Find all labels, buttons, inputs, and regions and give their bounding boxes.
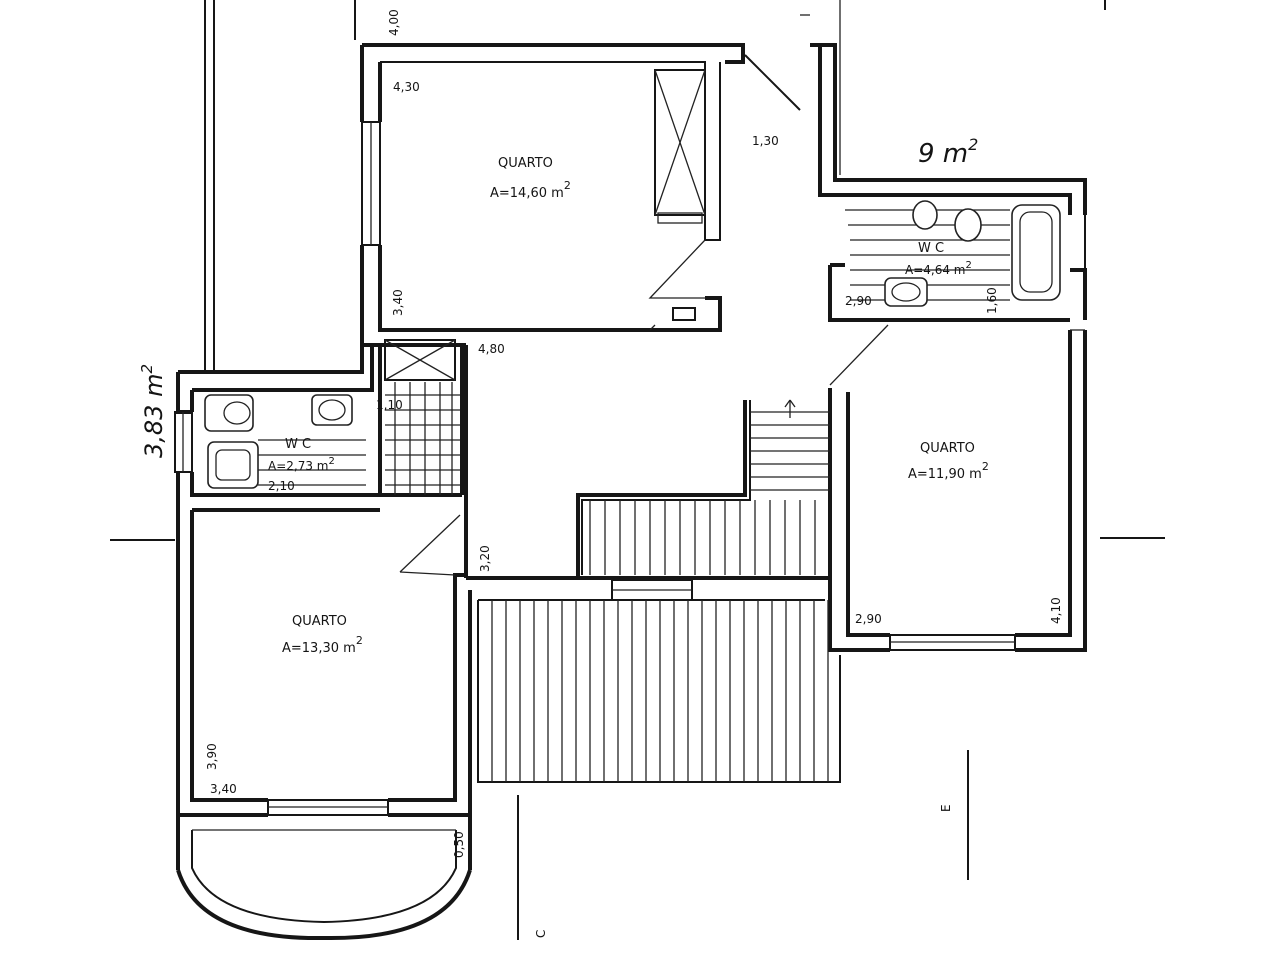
dim-480: 4,80	[478, 342, 505, 356]
room-name-left: QUARTO	[292, 614, 347, 629]
wc-upper-right	[810, 43, 1087, 386]
bedroom-right	[828, 329, 1087, 652]
handwritten-area-top-right: 9 m2	[918, 135, 978, 169]
staircase	[464, 345, 832, 601]
dim-290-wc: 2,90	[845, 294, 872, 308]
dim-160: 1,60	[985, 287, 999, 314]
dim-320: 3,20	[478, 545, 492, 572]
dim-130: 1,30	[752, 134, 779, 148]
room-name-top: QUARTO	[498, 156, 553, 171]
wc-name-right: W C	[918, 241, 944, 256]
wc-area-right: A=4,64 m2	[905, 260, 972, 277]
bedroom-left	[176, 500, 472, 941]
dim-290-room: 2,90	[855, 612, 882, 626]
room-area-top: A=14,60 m2	[490, 179, 571, 201]
handwritten-area-left: 3,83 m2	[138, 364, 168, 458]
shower-cell	[372, 339, 464, 497]
wc-left	[174, 345, 374, 500]
dim-340: 3,40	[391, 289, 405, 316]
dim-390: 3,90	[205, 743, 219, 770]
context-lines	[110, 0, 1165, 940]
wc-area-left: A=2,73 m2	[268, 456, 335, 473]
dim-410: 4,10	[1049, 597, 1063, 624]
wc-name-left: W C	[285, 437, 311, 452]
bedroom-top	[360, 43, 801, 347]
room-area-right: A=11,90 m2	[908, 460, 989, 482]
dim-400: 4,00	[387, 9, 401, 36]
section-mark-c: C	[534, 930, 548, 938]
dim-110: 1,10	[376, 398, 403, 412]
dim-340-left: 3,40	[210, 782, 237, 796]
room-area-left: A=13,30 m2	[282, 634, 363, 656]
dim-430: 4,30	[393, 80, 420, 94]
dim-210: 2,10	[268, 479, 295, 493]
dim-050: 0,50	[452, 831, 466, 858]
section-mark-e: E	[939, 804, 953, 812]
room-name-right: QUARTO	[920, 441, 975, 456]
terrace	[477, 599, 841, 783]
